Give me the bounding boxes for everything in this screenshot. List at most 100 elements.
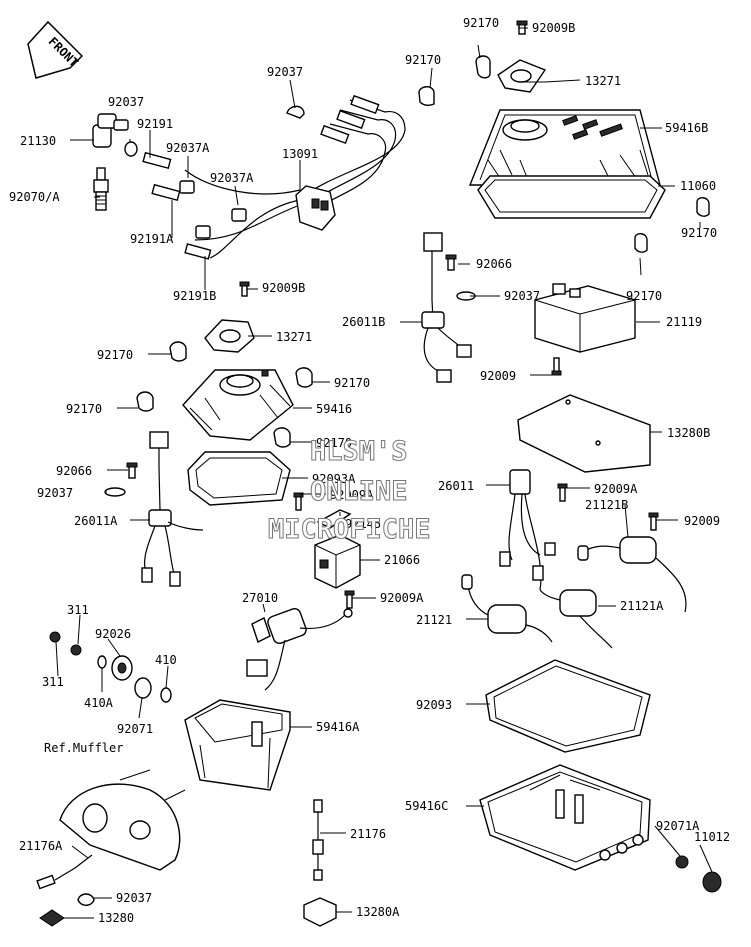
clamp-92170-c2 bbox=[273, 427, 291, 448]
ring-92037-a bbox=[124, 141, 138, 157]
label-92009B-top: 92009B bbox=[532, 21, 575, 35]
part-number-labels: 92170 92009B 92037 13271 92170 59416B 92… bbox=[9, 16, 730, 925]
label-92037-left: 92037 bbox=[37, 486, 73, 500]
bolt-92009A-c bbox=[293, 492, 304, 511]
label-59416: 59416 bbox=[316, 402, 352, 416]
sheet-13280B bbox=[517, 394, 651, 473]
label-21176A: 21176A bbox=[19, 839, 63, 853]
spark-plug-92070A bbox=[93, 167, 109, 211]
electric-box-cover-59416B bbox=[468, 109, 661, 186]
bolt-92066-left bbox=[126, 462, 138, 479]
label-92191B: 92191B bbox=[173, 289, 216, 303]
ring-92037-left bbox=[104, 487, 126, 497]
harness-26011A bbox=[141, 431, 204, 587]
watermark-line-3: MICROFICHE bbox=[268, 514, 431, 545]
grommet-13271-top bbox=[497, 59, 547, 93]
label-92093A: 92093A bbox=[312, 472, 356, 486]
spark-plug-cap-21130 bbox=[92, 113, 129, 148]
clamp-92170-l1 bbox=[169, 341, 187, 362]
ring-92037A-1 bbox=[179, 180, 195, 194]
watermark: HLSM'S ONLINE MICROFICHE bbox=[268, 436, 432, 546]
label-59416B: 59416B bbox=[665, 121, 708, 135]
bolt-92009-r bbox=[648, 512, 659, 531]
label-92071: 92071 bbox=[117, 722, 153, 736]
label-21066: 21066 bbox=[384, 553, 420, 567]
bolt-92009A-b bbox=[344, 590, 355, 609]
part-92071 bbox=[134, 677, 152, 699]
bracket-21066 bbox=[314, 534, 361, 589]
pad-13280 bbox=[39, 909, 65, 927]
washer-410 bbox=[160, 687, 172, 703]
label-92037-bot: 92037 bbox=[116, 891, 152, 905]
label-92145: 92145 bbox=[345, 517, 381, 531]
nut-311-a bbox=[70, 644, 82, 656]
label-21130: 21130 bbox=[20, 134, 56, 148]
label-13280A: 13280A bbox=[356, 905, 400, 919]
label-13280B: 13280B bbox=[667, 426, 710, 440]
bolt-92009A-r bbox=[557, 483, 568, 502]
cap-11012 bbox=[702, 871, 722, 893]
label-13280: 13280 bbox=[98, 911, 134, 925]
label-11012: 11012 bbox=[694, 830, 730, 844]
clamp-92170-l2 bbox=[136, 391, 154, 412]
washer-410A bbox=[97, 655, 107, 669]
label-92009B-mid: 92009B bbox=[262, 281, 305, 295]
label-92037-a: 92037 bbox=[108, 95, 144, 109]
label-92170-l2: 92170 bbox=[66, 402, 102, 416]
label-92009A-r: 92009A bbox=[594, 482, 638, 496]
label-92170-r1: 92170 bbox=[681, 226, 717, 240]
watermark-line-2: ONLINE bbox=[310, 476, 408, 507]
label-92170-top: 92170 bbox=[463, 16, 499, 30]
label-92191A: 92191A bbox=[130, 232, 174, 246]
label-92037-top: 92037 bbox=[267, 65, 303, 79]
gasket-92093 bbox=[485, 659, 651, 753]
label-92066-left: 92066 bbox=[56, 464, 92, 478]
harness-26011B bbox=[421, 232, 472, 383]
label-21119: 21119 bbox=[666, 315, 702, 329]
sensor-21176 bbox=[312, 799, 324, 881]
pad-13280A bbox=[303, 897, 337, 927]
label-59416C: 59416C bbox=[405, 799, 448, 813]
label-92009A-b: 92009A bbox=[380, 591, 424, 605]
label-92037A-2: 92037A bbox=[210, 171, 254, 185]
label-92066-mid: 92066 bbox=[476, 257, 512, 271]
label-311-b: 311 bbox=[42, 675, 64, 689]
ref-muffler-note: Ref.Muffler bbox=[44, 741, 123, 755]
clamp-92170-r1 bbox=[696, 197, 710, 217]
gasket-11060 bbox=[477, 175, 666, 219]
label-26011B: 26011B bbox=[342, 315, 385, 329]
label-92037-mid: 92037 bbox=[504, 289, 540, 303]
label-26011: 26011 bbox=[438, 479, 474, 493]
label-92093: 92093 bbox=[416, 698, 452, 712]
nut-92071A bbox=[675, 855, 689, 869]
watermark-line-1: HLSM'S bbox=[310, 436, 408, 467]
hv-lead-13091 bbox=[184, 94, 406, 259]
tube-92191 bbox=[142, 151, 172, 170]
label-26011A: 26011A bbox=[74, 514, 118, 528]
ignition-coil-21121A bbox=[539, 589, 613, 649]
label-13271-mid: 13271 bbox=[276, 330, 312, 344]
label-21176: 21176 bbox=[350, 827, 386, 841]
label-59416A: 59416A bbox=[316, 720, 360, 734]
front-arrow-badge: FRONT bbox=[27, 20, 84, 79]
label-13271-top: 13271 bbox=[585, 74, 621, 88]
gasket-92093A bbox=[187, 451, 291, 506]
clamp-92170-top bbox=[475, 55, 491, 79]
label-92191: 92191 bbox=[137, 117, 173, 131]
clamp-92170-c1 bbox=[295, 367, 313, 388]
label-11060: 11060 bbox=[680, 179, 716, 193]
nut-311-b bbox=[49, 631, 61, 643]
label-92170-mid: 92170 bbox=[405, 53, 441, 67]
label-92026: 92026 bbox=[95, 627, 131, 641]
leader-lines bbox=[55, 27, 713, 919]
tube-92191A bbox=[151, 183, 211, 239]
bolt-92009B-mid bbox=[239, 281, 250, 297]
label-92070A: 92070/A bbox=[9, 190, 60, 204]
label-21121: 21121 bbox=[416, 613, 452, 627]
label-410A: 410A bbox=[84, 696, 114, 710]
sensor-21176A bbox=[36, 854, 93, 890]
ignition-coil-21121 bbox=[461, 574, 553, 643]
label-27010: 27010 bbox=[242, 591, 278, 605]
